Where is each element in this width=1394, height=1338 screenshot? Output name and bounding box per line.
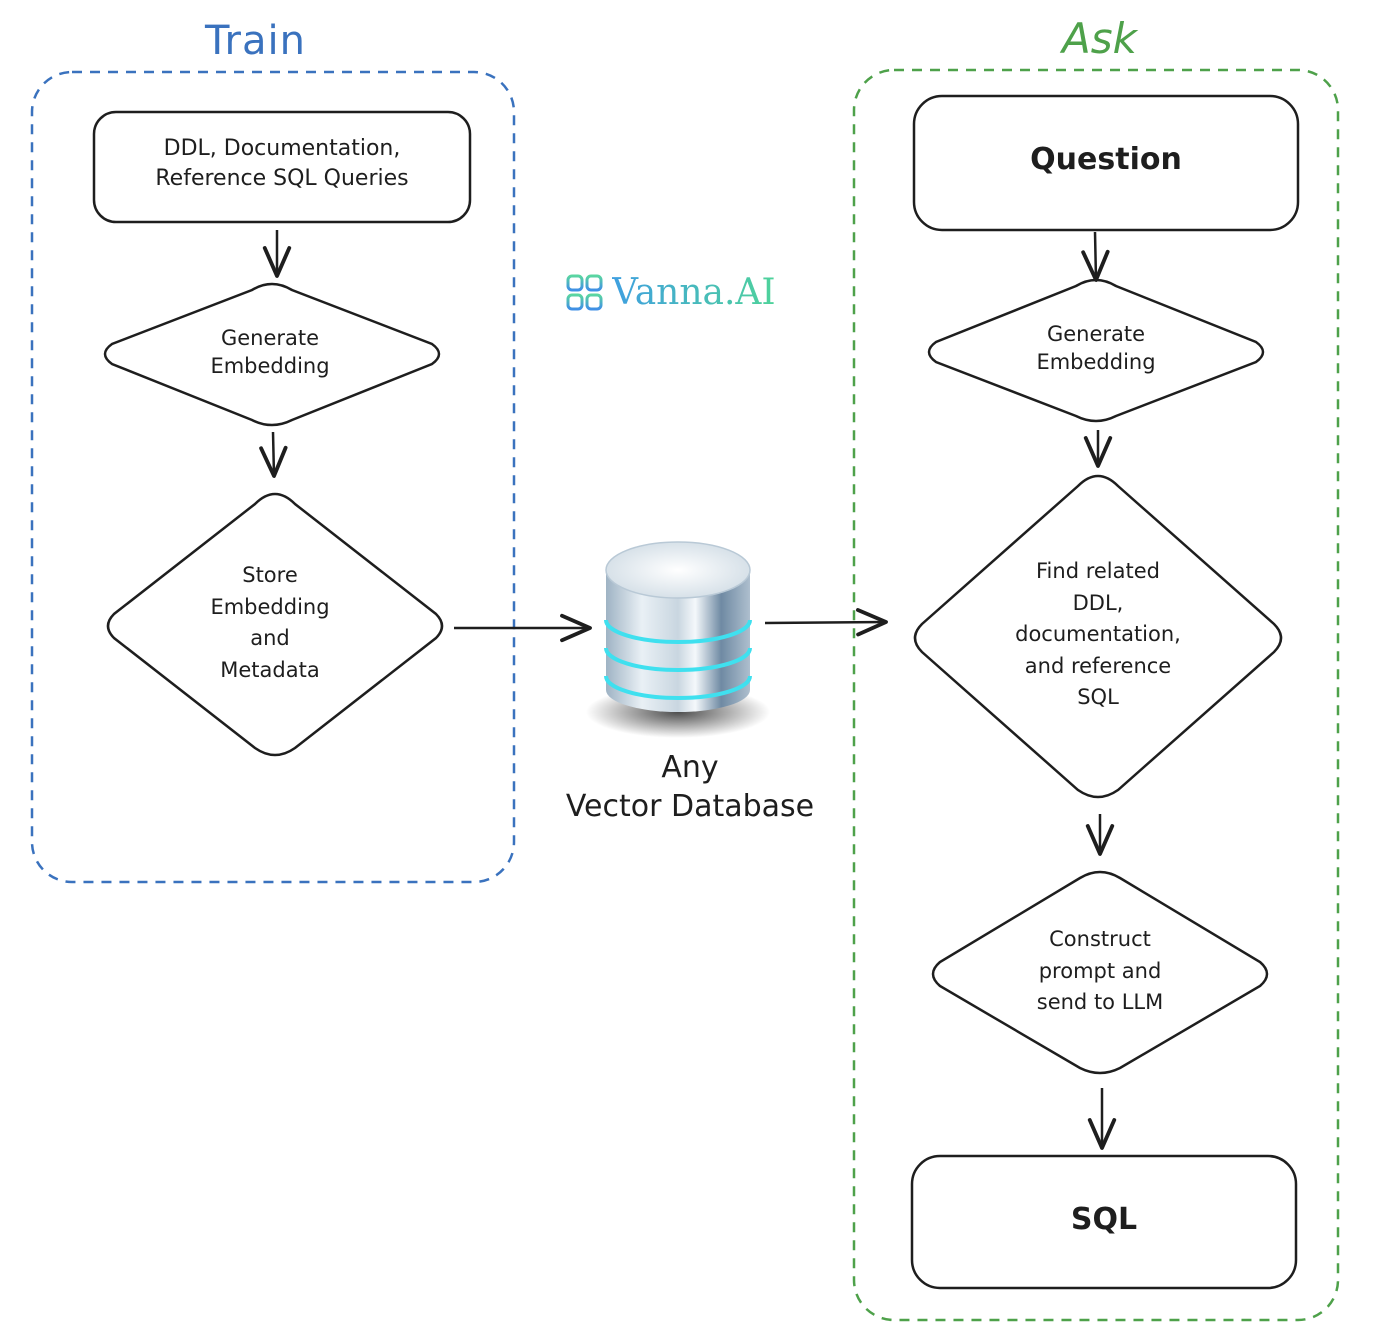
label-line: Construct xyxy=(1049,927,1151,951)
arrow-ask-1-2 xyxy=(1081,231,1110,282)
ask-step-5-box xyxy=(910,1154,1298,1290)
label-line: and reference xyxy=(1024,653,1172,678)
label-line: Generate xyxy=(1046,322,1146,346)
label-line: Metadata xyxy=(220,657,320,682)
database-cylinder-icon xyxy=(586,541,770,738)
train-step-2-label: Generate Embedding xyxy=(150,324,390,381)
database-label: Any Vector Database xyxy=(520,748,860,826)
ask-step-2-label: Generate Embedding xyxy=(976,320,1216,377)
label-line: DDL, xyxy=(1072,590,1124,615)
ask-step-4-label: Construct prompt and send to LLM xyxy=(980,924,1220,1019)
label-line: Embedding xyxy=(210,594,330,619)
ask-group-frame xyxy=(852,68,1340,1322)
ask-step-1-box xyxy=(912,94,1300,232)
label-line: Embedding xyxy=(1036,350,1156,375)
brand-name: Vanna.AI xyxy=(612,272,776,313)
label-line: Vector Database xyxy=(565,789,815,824)
label-line: and xyxy=(250,626,290,650)
ask-step-3-diamond xyxy=(913,474,1283,799)
label-line: documentation, xyxy=(1015,622,1181,646)
train-step-1-label: DDL, Documentation, Reference SQL Querie… xyxy=(94,134,470,193)
train-group-frame xyxy=(30,70,516,884)
label-line: Generate xyxy=(220,326,320,350)
vanna-logo-icon xyxy=(566,274,603,310)
ask-step-3-label: Find related DDL, documentation, and ref… xyxy=(978,556,1218,714)
train-step-1-box xyxy=(92,110,472,224)
ask-step-4-diamond xyxy=(931,870,1269,1075)
label-line: SQL xyxy=(1077,685,1119,709)
label-line: Find related xyxy=(1036,559,1160,583)
label-line: prompt and xyxy=(1038,958,1162,983)
label-line: DDL, Documentation, xyxy=(163,136,401,161)
label-line: Store xyxy=(242,563,298,587)
ask-group-title: Ask xyxy=(1062,14,1137,63)
ask-step-1-label: Question xyxy=(914,140,1298,181)
train-step-3-label: Store Embedding and Metadata xyxy=(150,560,390,686)
label-line: Question xyxy=(1030,142,1182,177)
train-step-2-diamond xyxy=(103,282,441,427)
train-group-title: Train xyxy=(205,18,306,64)
arrow-train-2-3 xyxy=(259,431,288,478)
label-line: send to LLM xyxy=(1036,990,1164,1014)
ask-step-5-label: SQL xyxy=(912,1200,1296,1241)
label-line: SQL xyxy=(1070,1202,1138,1237)
ask-step-2-diamond xyxy=(927,278,1265,423)
train-step-3-diamond xyxy=(106,492,444,757)
label-line: Any xyxy=(661,750,719,785)
label-line: Embedding xyxy=(210,354,330,379)
brand-logo: Vanna.AI xyxy=(566,272,776,313)
arrow-db-to-ask xyxy=(764,608,888,637)
label-line: Reference SQL Queries xyxy=(155,165,409,191)
